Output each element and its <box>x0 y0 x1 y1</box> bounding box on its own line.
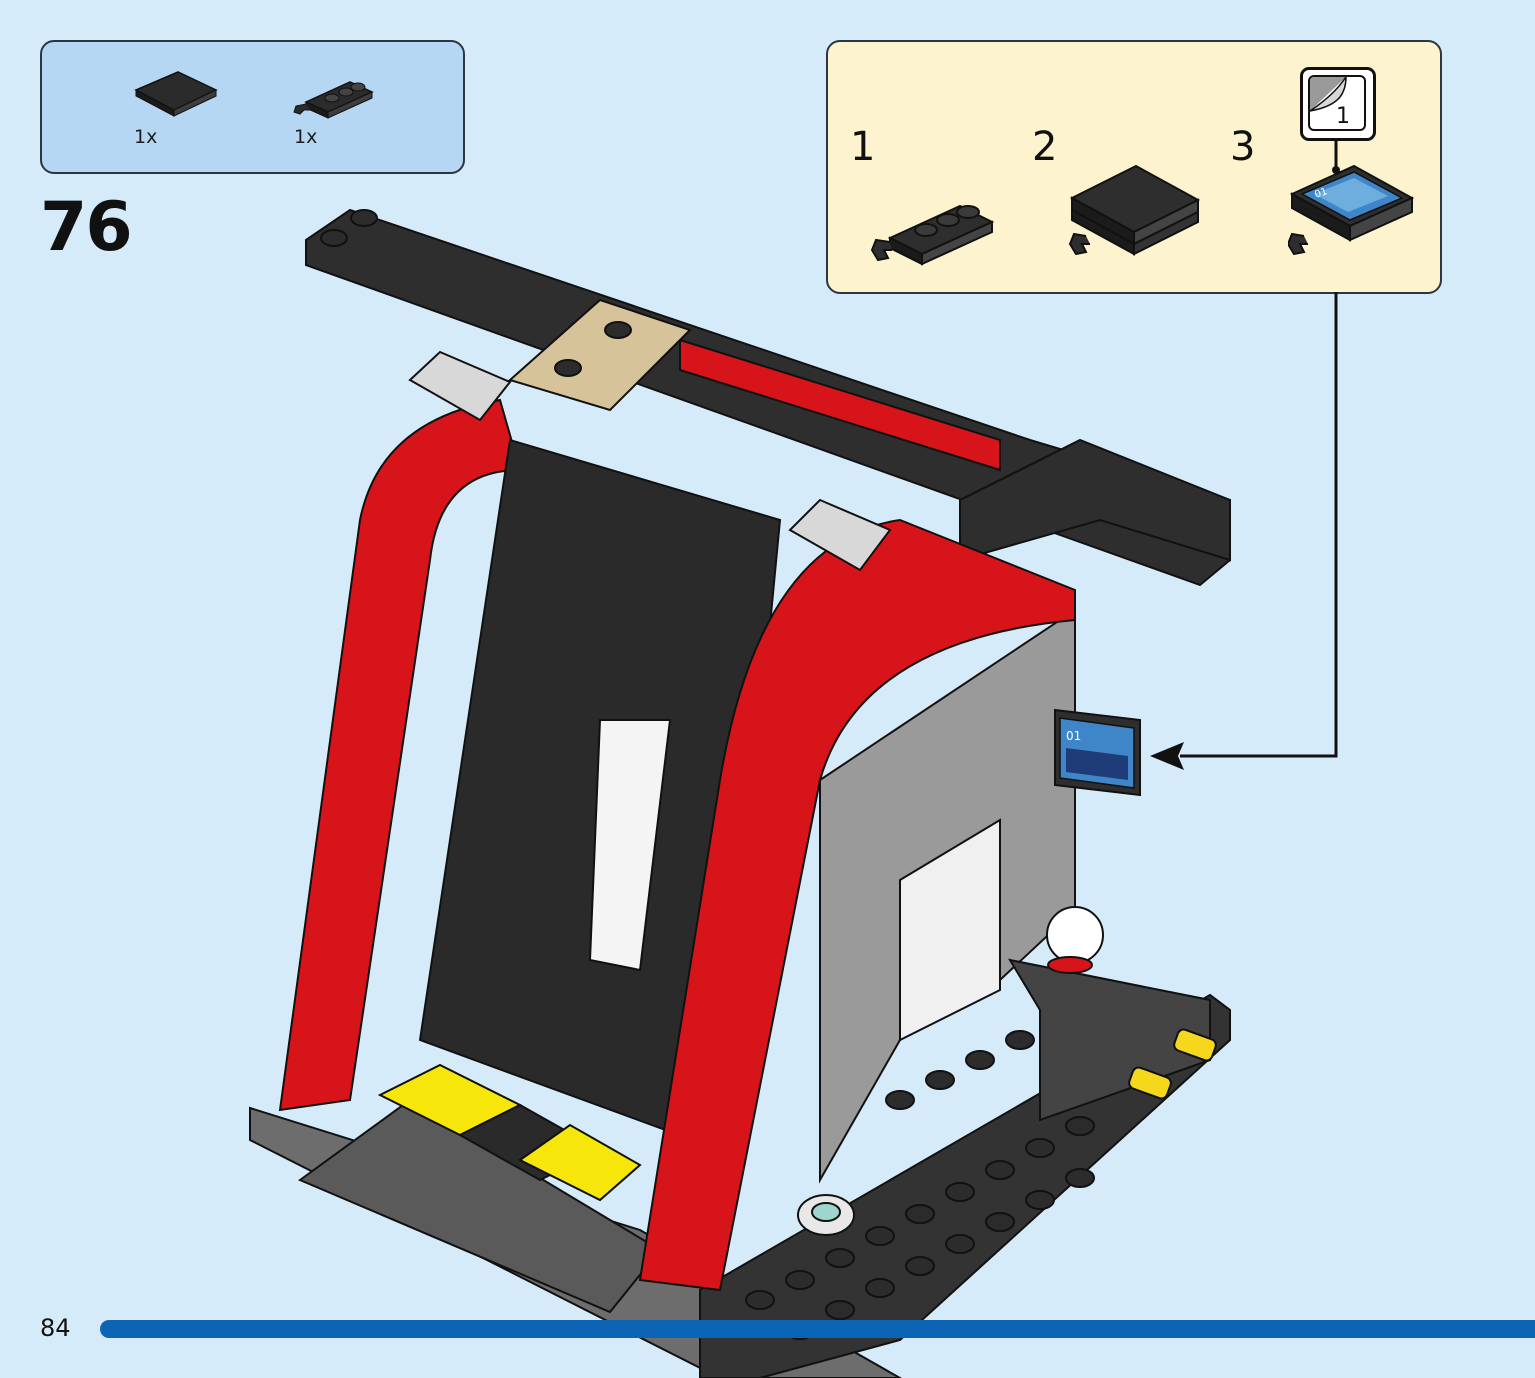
step-number: 76 <box>40 188 133 267</box>
tile-on-plate-icon <box>1068 164 1201 256</box>
page-number: 84 <box>40 1314 71 1342</box>
part-qty-2: 1x <box>294 126 318 148</box>
arrow-head-icon <box>1150 742 1184 770</box>
sticker-corner-icon: 1 <box>1308 75 1366 131</box>
black-plate-clip-icon <box>293 81 374 119</box>
door-number-shape <box>588 719 672 972</box>
sticker-label: 01 <box>1066 729 1081 743</box>
part-qty-1: 1x <box>134 126 158 148</box>
sticker-sheet-icon: 1 <box>1300 67 1376 141</box>
sticker-number: 1 <box>1336 104 1350 129</box>
plate-with-clip-icon <box>870 204 995 266</box>
door-number: 1 <box>600 812 606 823</box>
sticker-applied-icon: 01 <box>1288 164 1415 256</box>
parts-list-panel: 1x 1x <box>40 40 465 174</box>
progress-bar <box>100 1320 1535 1338</box>
substep-1-number: 1 <box>850 124 876 170</box>
substep-3-number: 3 <box>1230 124 1256 170</box>
substep-2-number: 2 <box>1032 124 1058 170</box>
black-tile-2x2-icon <box>134 71 218 117</box>
sticker-label-small: 01 <box>1313 186 1329 201</box>
